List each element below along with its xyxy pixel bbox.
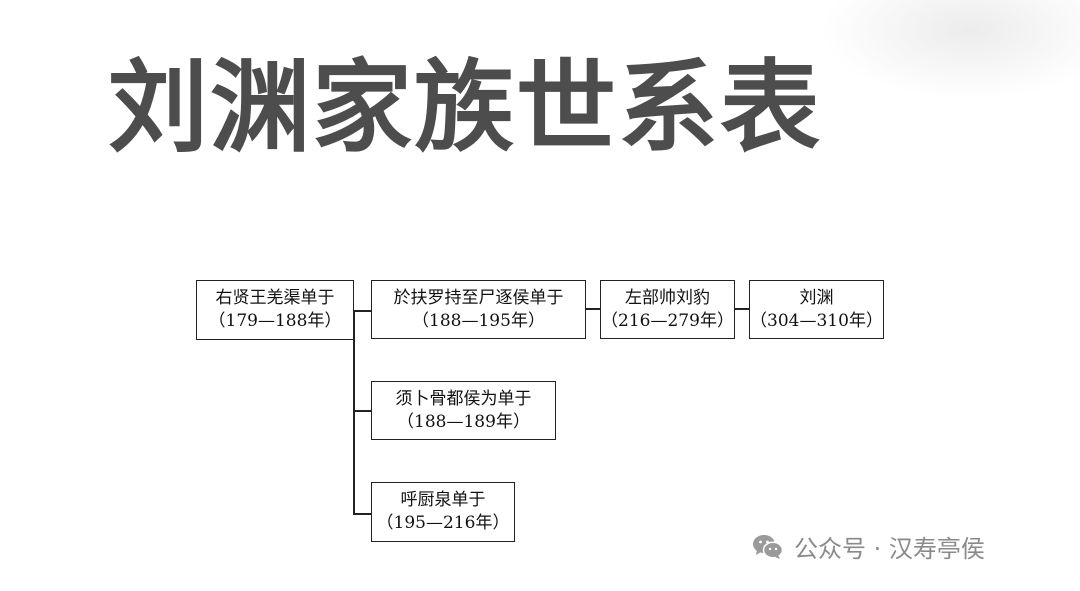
node-years: （188—189年） bbox=[397, 411, 530, 432]
node-yufuluo: 於扶罗持至尸逐侯单于 （188—195年） bbox=[371, 280, 586, 339]
connector-liubao-to-liuyuan bbox=[734, 308, 749, 310]
node-years: （216—279年） bbox=[601, 310, 734, 331]
node-name: 於扶罗持至尸逐侯单于 bbox=[393, 287, 564, 308]
node-liuyuan: 刘渊 （304—310年） bbox=[749, 280, 884, 339]
connector-branch-xubugu bbox=[353, 410, 371, 412]
node-name: 左部帅刘豹 bbox=[625, 287, 710, 308]
wechat-icon bbox=[753, 534, 784, 559]
node-name: 右贤王羌渠单于 bbox=[215, 288, 335, 309]
photo-glare bbox=[820, 0, 1080, 100]
watermark-text: 公众号 · 汉寿亭侯 bbox=[794, 535, 985, 563]
page-title: 刘渊家族世系表 bbox=[108, 49, 822, 166]
node-name: 呼厨泉单于 bbox=[400, 490, 486, 511]
node-years: （195—216年） bbox=[376, 513, 510, 533]
node-liubao: 左部帅刘豹 （216—279年） bbox=[600, 280, 735, 339]
node-xubugu: 须卜骨都侯为单于 （188—189年） bbox=[371, 381, 556, 440]
node-youxianwang: 右贤王羌渠单于 （179—188年） bbox=[196, 280, 354, 340]
node-name: 刘渊 bbox=[799, 287, 834, 308]
node-years: （179—188年） bbox=[208, 311, 342, 331]
connector-branch-yufuluo bbox=[353, 310, 371, 312]
connector-branch-trunk bbox=[353, 310, 355, 515]
watermark: 公众号 · 汉寿亭侯 bbox=[752, 529, 985, 564]
node-huchuquan: 呼厨泉单于 （195—216年） bbox=[371, 482, 515, 542]
connector-branch-huchuquan bbox=[353, 513, 371, 515]
node-name: 须卜骨都侯为单于 bbox=[395, 388, 532, 409]
node-years: （304—310年） bbox=[750, 310, 883, 331]
connector-yufuluo-to-liubao bbox=[585, 308, 600, 310]
node-years: （188—195年） bbox=[412, 310, 545, 331]
